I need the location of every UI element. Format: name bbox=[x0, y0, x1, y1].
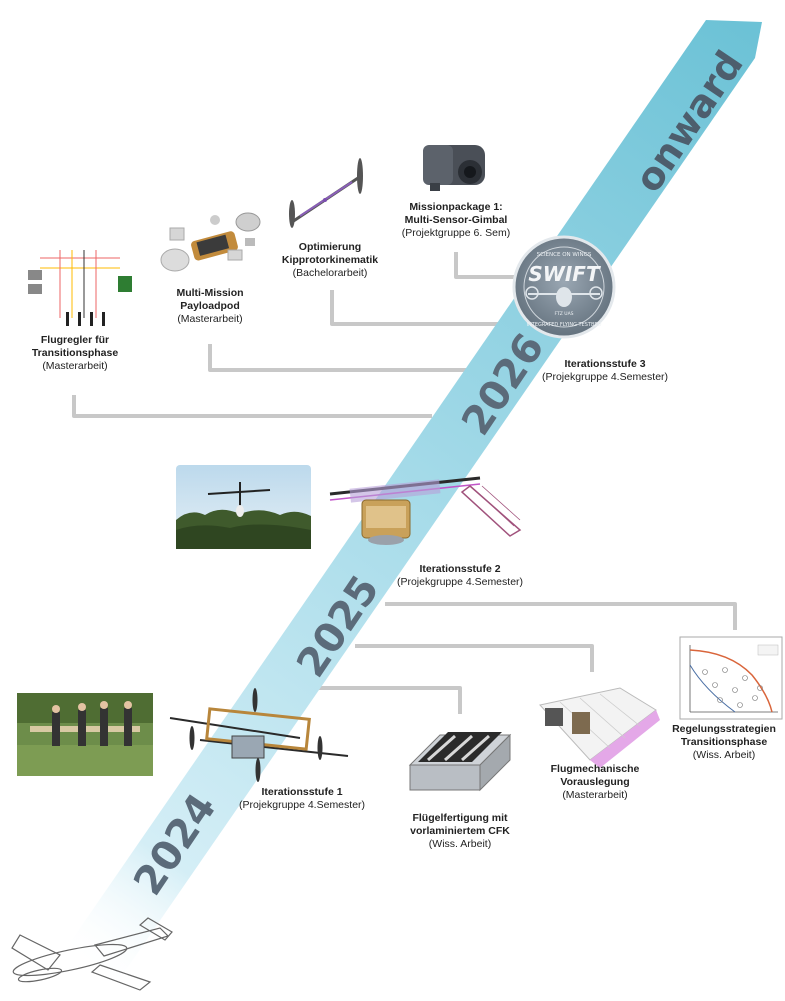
iteration3-subtitle: (Projekgruppe 4.Semester) bbox=[541, 371, 669, 383]
logo-main-text: SWIFT bbox=[528, 262, 601, 286]
connector-regelung bbox=[385, 602, 737, 630]
flugregler-subtitle: (Masterarbeit) bbox=[42, 360, 108, 372]
payloadpod-image bbox=[160, 212, 261, 272]
label-regelung: Regelungsstrategien Transitionsphase (Wi… bbox=[663, 723, 785, 762]
flugmech-subtitle: (Masterarbeit) bbox=[562, 789, 628, 801]
logo-top-arc: SCIENCE ON WINGS bbox=[537, 252, 592, 258]
payloadpod-title-line1: Multi-Mission bbox=[176, 287, 244, 299]
connector-lines bbox=[72, 252, 737, 714]
label-flugmech: Flugmechanische Vorauslegung (Masterarbe… bbox=[530, 763, 660, 802]
fluegel-image bbox=[408, 732, 512, 792]
fluegel-title-line1: Flügelfertigung mit bbox=[412, 812, 508, 824]
iteration2-cad bbox=[329, 476, 522, 545]
payloadpod-subtitle: (Masterarbeit) bbox=[177, 313, 243, 325]
missionpackage-title-line1: Missionpackage 1: bbox=[409, 201, 503, 213]
flugregler-title-line2: Transitionsphase bbox=[31, 347, 119, 359]
kipprotor-image bbox=[289, 158, 363, 228]
fluegel-subtitle: (Wiss. Arbeit) bbox=[428, 838, 492, 850]
iteration1-cad bbox=[169, 688, 349, 782]
kipprotor-subtitle: (Bachelorarbeit) bbox=[292, 267, 368, 279]
label-iteration3: Iterationsstufe 3 (Projekgruppe 4.Semest… bbox=[525, 358, 685, 384]
aircraft-sketch bbox=[11, 917, 173, 991]
iteration2-photo bbox=[176, 465, 311, 549]
iteration1-title: Iterationsstufe 1 bbox=[261, 786, 343, 798]
flugmech-image bbox=[539, 687, 660, 768]
connector-payloadpod bbox=[208, 344, 466, 372]
label-flugregler: Flugregler für Transitionsphase (Mastera… bbox=[10, 334, 140, 373]
iteration1-subtitle: (Projekgruppe 4.Semester) bbox=[238, 799, 366, 811]
fluegel-title-line2: vorlaminiertem CFK bbox=[410, 825, 510, 837]
flugregler-title-line1: Flugregler für bbox=[40, 334, 110, 346]
regelung-chart bbox=[679, 636, 783, 720]
label-payloadpod: Multi-Mission Payloadpod (Masterarbeit) bbox=[150, 287, 270, 326]
missionpackage-subtitle: (Projektgruppe 6. Sem) bbox=[401, 227, 511, 239]
kipprotor-title-line1: Optimierung bbox=[298, 241, 362, 253]
regelung-title-line2: Transitionsphase bbox=[680, 736, 768, 748]
iteration1-photo bbox=[17, 693, 153, 776]
label-fluegel: Flügelfertigung mit vorlaminiertem CFK (… bbox=[395, 812, 525, 851]
kipprotor-title-line2: Kipprotorkinematik bbox=[281, 254, 379, 266]
connector-kipprotor bbox=[330, 290, 505, 326]
regelung-subtitle: (Wiss. Arbeit) bbox=[692, 749, 756, 761]
iteration3-title: Iterationsstufe 3 bbox=[564, 358, 646, 370]
iteration2-title: Iterationsstufe 2 bbox=[419, 563, 501, 575]
gimbal-image bbox=[423, 145, 485, 191]
swift-logo: SWIFT SCIENCE ON WINGS INTEGRATED FLYING… bbox=[512, 235, 616, 339]
label-iteration2: Iterationsstufe 2 (Projekgruppe 4.Semest… bbox=[380, 563, 540, 589]
label-kipprotor: Optimierung Kipprotorkinematik (Bachelor… bbox=[265, 241, 395, 280]
label-iteration1: Iterationsstufe 1 (Projekgruppe 4.Semest… bbox=[222, 786, 382, 812]
logo-small-text: FTZ UAS bbox=[555, 311, 574, 317]
connector-fluegel bbox=[318, 686, 462, 714]
flugmech-title-line2: Vorauslegung bbox=[560, 776, 630, 788]
connector-flugmech bbox=[355, 644, 594, 672]
connector-missionpackage bbox=[454, 252, 522, 279]
flugregler-image bbox=[22, 248, 137, 326]
missionpackage-title-line2: Multi-Sensor-Gimbal bbox=[404, 214, 508, 226]
label-missionpackage: Missionpackage 1: Multi-Sensor-Gimbal (P… bbox=[385, 201, 527, 240]
logo-bottom-arc: INTEGRATED FLYING TESTBED bbox=[527, 322, 602, 328]
connector-flugregler bbox=[72, 395, 432, 418]
iteration2-subtitle: (Projekgruppe 4.Semester) bbox=[396, 576, 524, 588]
payloadpod-title-line2: Payloadpod bbox=[180, 300, 240, 312]
regelung-title-line1: Regelungsstrategien bbox=[672, 723, 776, 735]
flugmech-title-line1: Flugmechanische bbox=[550, 763, 640, 775]
